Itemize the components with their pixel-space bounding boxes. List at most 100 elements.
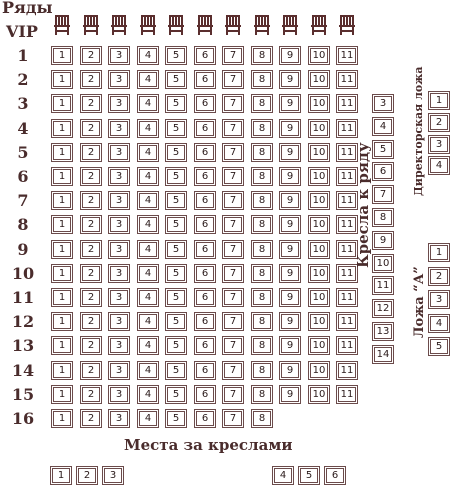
- seat[interactable]: 10: [308, 119, 330, 138]
- seat[interactable]: 11: [336, 46, 358, 65]
- seat[interactable]: 10: [308, 70, 330, 89]
- seat[interactable]: 1: [51, 312, 73, 331]
- seat[interactable]: 11: [336, 119, 358, 138]
- director-seat[interactable]: 3: [428, 135, 450, 154]
- seat[interactable]: 7: [222, 191, 244, 210]
- seat[interactable]: 6: [194, 167, 216, 186]
- seat[interactable]: 1: [51, 240, 73, 259]
- seat[interactable]: 7: [222, 240, 244, 259]
- seat[interactable]: 8: [251, 312, 273, 331]
- seat[interactable]: 9: [279, 240, 301, 259]
- seat[interactable]: 5: [165, 409, 187, 428]
- seat[interactable]: 7: [222, 143, 244, 162]
- seat[interactable]: 11: [336, 312, 358, 331]
- seat[interactable]: 1: [51, 191, 73, 210]
- seat[interactable]: 4: [137, 240, 159, 259]
- seat[interactable]: 9: [279, 215, 301, 234]
- seat[interactable]: 11: [336, 191, 358, 210]
- seat[interactable]: 3: [108, 240, 130, 259]
- seat[interactable]: 11: [336, 264, 358, 283]
- seat[interactable]: 10: [308, 143, 330, 162]
- seat[interactable]: 1: [51, 94, 73, 113]
- seat[interactable]: 10: [308, 215, 330, 234]
- seat[interactable]: 2: [80, 409, 102, 428]
- side-seat[interactable]: 12: [372, 299, 394, 318]
- seat[interactable]: 2: [80, 288, 102, 307]
- seat[interactable]: 6: [194, 119, 216, 138]
- behind-seat[interactable]: 4: [272, 466, 294, 485]
- seat[interactable]: 6: [194, 240, 216, 259]
- behind-seat[interactable]: 6: [324, 466, 346, 485]
- seat[interactable]: 6: [194, 361, 216, 380]
- side-seat[interactable]: 7: [372, 185, 394, 204]
- side-seat[interactable]: 9: [372, 231, 394, 250]
- seat[interactable]: 8: [251, 240, 273, 259]
- seat[interactable]: 1: [51, 143, 73, 162]
- seat[interactable]: 3: [108, 385, 130, 404]
- seat[interactable]: 9: [279, 94, 301, 113]
- side-seat[interactable]: 5: [372, 140, 394, 159]
- seat[interactable]: 5: [165, 167, 187, 186]
- seat[interactable]: 8: [251, 119, 273, 138]
- seat[interactable]: 11: [336, 94, 358, 113]
- seat[interactable]: 5: [165, 119, 187, 138]
- seat[interactable]: 7: [222, 215, 244, 234]
- seat[interactable]: 7: [222, 409, 244, 428]
- seat[interactable]: 7: [222, 288, 244, 307]
- side-seat[interactable]: 8: [372, 208, 394, 227]
- seat[interactable]: 2: [80, 240, 102, 259]
- seat[interactable]: 5: [165, 191, 187, 210]
- seat[interactable]: 8: [251, 215, 273, 234]
- seat[interactable]: 4: [137, 191, 159, 210]
- seat[interactable]: 5: [165, 264, 187, 283]
- side-seat[interactable]: 4: [372, 117, 394, 136]
- seat[interactable]: 4: [137, 264, 159, 283]
- seat[interactable]: 10: [308, 288, 330, 307]
- seat[interactable]: 4: [137, 94, 159, 113]
- seat[interactable]: 7: [222, 361, 244, 380]
- box-a-seat[interactable]: 1: [428, 243, 450, 262]
- seat[interactable]: 9: [279, 119, 301, 138]
- side-seat[interactable]: 3: [372, 94, 394, 113]
- seat[interactable]: 9: [279, 191, 301, 210]
- seat[interactable]: 5: [165, 312, 187, 331]
- seat[interactable]: 8: [251, 70, 273, 89]
- seat[interactable]: 4: [137, 46, 159, 65]
- seat[interactable]: 5: [165, 215, 187, 234]
- seat[interactable]: 9: [279, 143, 301, 162]
- seat[interactable]: 6: [194, 385, 216, 404]
- seat[interactable]: 3: [108, 215, 130, 234]
- seat[interactable]: 1: [51, 336, 73, 355]
- box-a-seat[interactable]: 3: [428, 290, 450, 309]
- seat[interactable]: 1: [51, 70, 73, 89]
- box-a-seat[interactable]: 5: [428, 337, 450, 356]
- side-seat[interactable]: 13: [372, 322, 394, 341]
- seat[interactable]: 5: [165, 240, 187, 259]
- seat[interactable]: 10: [308, 46, 330, 65]
- seat[interactable]: 9: [279, 312, 301, 331]
- seat[interactable]: 4: [137, 215, 159, 234]
- seat[interactable]: 8: [251, 409, 273, 428]
- seat[interactable]: 2: [80, 119, 102, 138]
- seat[interactable]: 7: [222, 385, 244, 404]
- seat[interactable]: 4: [137, 312, 159, 331]
- seat[interactable]: 8: [251, 336, 273, 355]
- seat[interactable]: 7: [222, 119, 244, 138]
- seat[interactable]: 6: [194, 143, 216, 162]
- seat[interactable]: 10: [308, 336, 330, 355]
- seat[interactable]: 5: [165, 336, 187, 355]
- seat[interactable]: 10: [308, 312, 330, 331]
- seat[interactable]: 2: [80, 70, 102, 89]
- seat[interactable]: 10: [308, 167, 330, 186]
- seat[interactable]: 2: [80, 215, 102, 234]
- seat[interactable]: 1: [51, 167, 73, 186]
- seat[interactable]: 3: [108, 167, 130, 186]
- seat[interactable]: 11: [336, 361, 358, 380]
- seat[interactable]: 4: [137, 361, 159, 380]
- seat[interactable]: 8: [251, 94, 273, 113]
- seat[interactable]: 3: [108, 288, 130, 307]
- seat[interactable]: 11: [336, 167, 358, 186]
- seat[interactable]: 8: [251, 361, 273, 380]
- box-a-seat[interactable]: 2: [428, 267, 450, 286]
- seat[interactable]: 3: [108, 336, 130, 355]
